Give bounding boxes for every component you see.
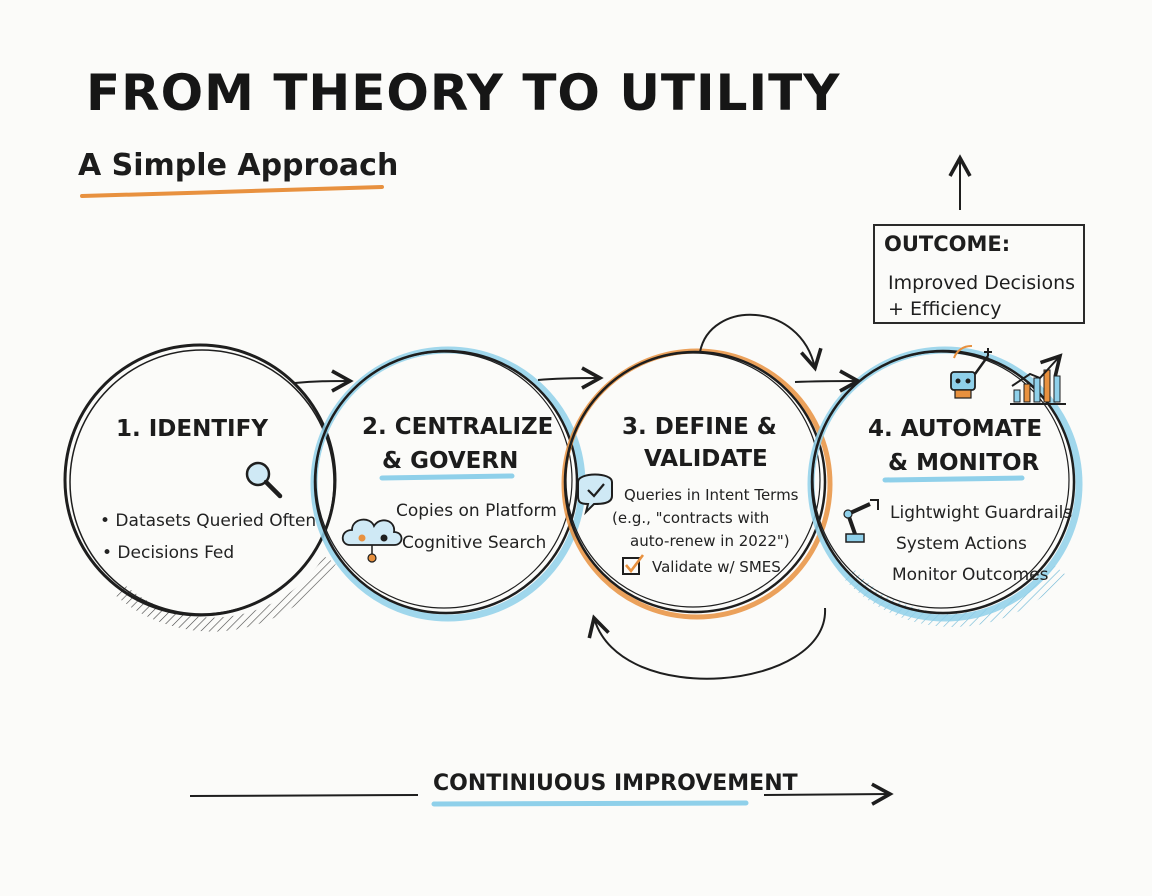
continuous-improvement-label: CONTINIUOUS IMPROVEMENT [433,771,798,796]
subtitle-underline [80,185,384,198]
step-2-heading-line-2: & GOVERN [382,448,519,474]
step-2-circle [310,346,586,622]
outcome-text: Improved Decisions + Efficiency [888,270,1075,322]
continuous-improvement-underline [431,800,749,807]
arrow-top-loop [699,313,823,372]
continuous-improvement-line-right [763,782,894,806]
outcome-line-2: + Efficiency [888,298,1002,320]
arrow-bottom-loop [587,607,827,680]
arrow-3-to-4 [794,369,862,393]
page-title: FROM THEORY TO UTILITY [86,64,841,122]
step-4-item-1: Lightwight Guardrails [890,503,1073,523]
step-1-heading: 1. IDENTIFY [116,416,268,442]
step-2-heading-underline [379,473,515,481]
chat-check-icon [577,473,613,516]
step-2-item-1: Copies on Platform [396,501,557,521]
arrow-1-to-2 [294,369,354,393]
continuous-improvement-line-left [189,794,419,797]
step-3-item-3: auto-renew in 2022") [630,532,790,550]
step-3-heading-line-1: 3. DEFINE & [622,414,777,440]
step-3-item-1: Queries in Intent Terms [624,486,799,504]
step-3-heading-line-2: VALIDATE [644,446,768,472]
bar-chart-icon [1010,353,1066,405]
outcome-box [873,224,1085,324]
cloud-gear-icon [341,518,403,563]
step-1-item-1: • Datasets Queried Often [100,511,317,531]
step-1-item-2: • Decisions Fed [102,543,235,563]
step-4-heading-line-1: 4. AUTOMATE [868,416,1043,442]
step-3-item-2: (e.g., "contracts with [612,509,770,527]
robot-icon [950,344,992,399]
step-4-heading-underline [882,475,1025,483]
step-2-item-2: Cognitive Search [402,533,547,553]
step-3-circle [561,348,833,620]
step-4-item-2: System Actions [896,534,1027,554]
step-4-item-3: Monitor Outcomes [892,565,1049,585]
robot-arm-icon [843,499,879,543]
step-1-circle [63,343,337,632]
step-4-circle [807,346,1083,627]
step-2-heading-line-1: 2. CENTRALIZE [362,414,554,440]
checkbox-checked-icon [622,554,645,575]
step-3-item-4: Validate w/ SMES [652,558,781,576]
page-subtitle: A Simple Approach [78,148,399,183]
outcome-line-1: Improved Decisions [888,272,1076,294]
arrow-2-to-3 [537,366,604,390]
magnifier-icon [245,461,283,499]
step-4-heading-line-2: & MONITOR [888,450,1040,476]
outcome-title: OUTCOME: [884,232,1011,256]
